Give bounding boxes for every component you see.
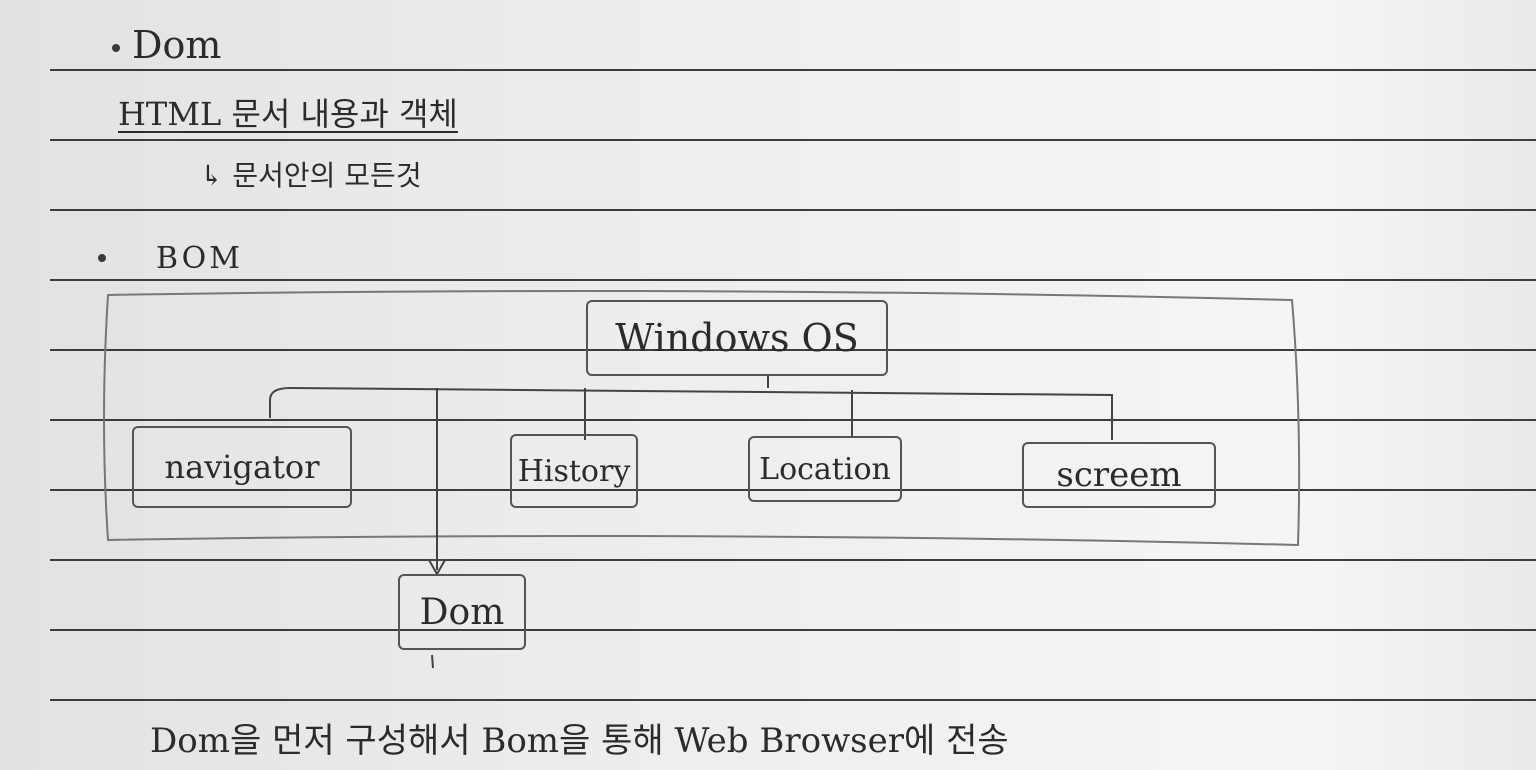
- ruled-line: [50, 629, 1536, 631]
- bom-bullet: [98, 254, 106, 262]
- ruled-line: [50, 559, 1536, 561]
- dom-node: Dom: [398, 574, 526, 650]
- history-node: History: [510, 434, 638, 508]
- ruled-line: [50, 209, 1536, 211]
- ruled-line: [50, 419, 1536, 421]
- bom-heading: BOM: [156, 241, 243, 276]
- dom-sub-note: ↳ 문서안의 모든것: [200, 159, 422, 192]
- screem-node: screem: [1022, 442, 1216, 508]
- dom-heading: Dom: [132, 23, 222, 67]
- ruled-line: [50, 349, 1536, 351]
- location-node: Location: [748, 436, 902, 502]
- dom-bullet: [112, 44, 120, 52]
- navigator-node: navigator: [132, 426, 352, 508]
- dom-definition: HTML 문서 내용과 객체: [118, 95, 458, 133]
- ruled-line: [50, 279, 1536, 281]
- ruled-line: [50, 489, 1536, 491]
- ruled-line: [50, 699, 1536, 701]
- bom-frame: [103, 290, 1301, 547]
- summary-line: Dom을 먼저 구성해서 Bom을 통해 Web Browser에 전송: [150, 721, 1009, 761]
- ruled-line: [50, 139, 1536, 141]
- ruled-line: [50, 69, 1536, 71]
- windows-os-node: Windows OS: [586, 300, 888, 376]
